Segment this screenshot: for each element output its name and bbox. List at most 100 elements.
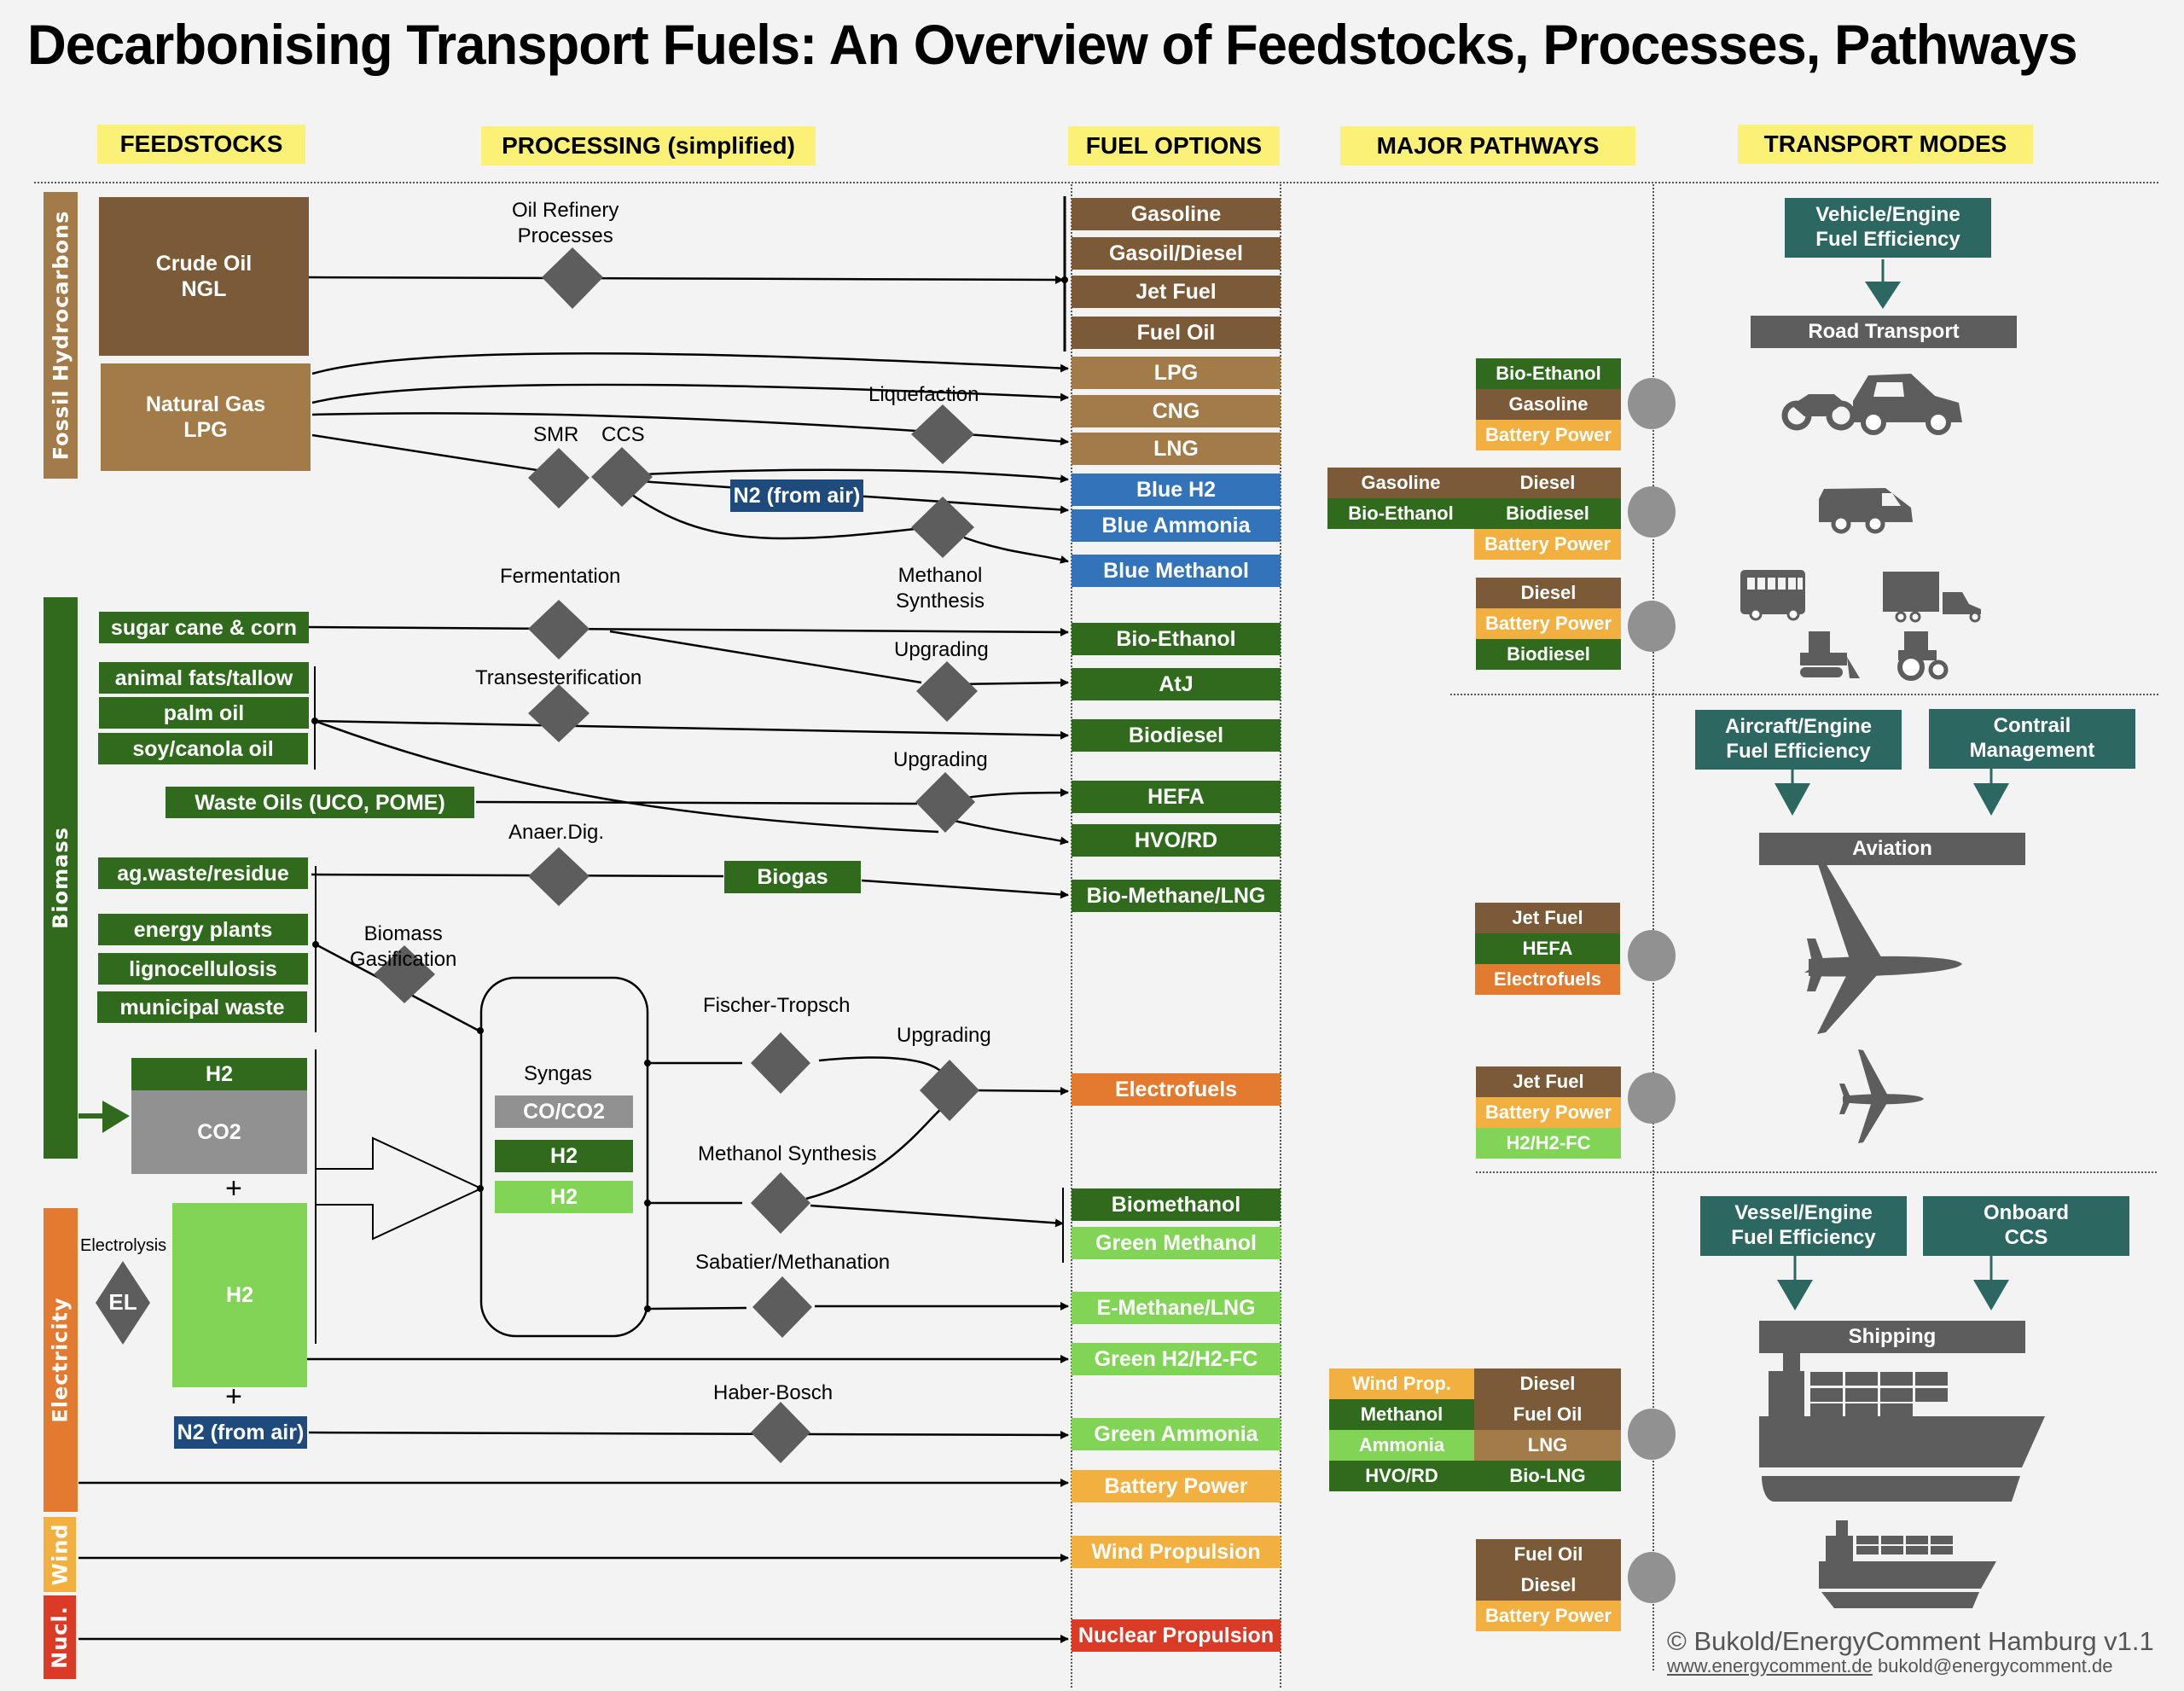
- syngas-label: Syngas: [524, 1062, 593, 1085]
- diamond-gasification: [374, 945, 435, 1003]
- diamond-liquefaction: [911, 404, 974, 464]
- diamond-fischer-tropsch: [751, 1032, 810, 1094]
- syngas-h2-green: H2: [495, 1181, 633, 1213]
- process-electrolysis-label: Electrolysis: [80, 1236, 167, 1255]
- diamond-refinery: [542, 247, 603, 309]
- van-icon: [1819, 488, 1913, 534]
- process-ccs: CCS: [601, 423, 645, 446]
- fuel-option: Bio-Methane/LNG: [1072, 880, 1281, 912]
- pathway-item: Biodiesel: [1476, 639, 1621, 670]
- feedstock-energy-plants: energy plants: [98, 914, 308, 945]
- fuel-option: HVO/RD: [1072, 824, 1281, 857]
- process-upgrading-hefa: Upgrading: [893, 748, 988, 771]
- road-transport-label: Road Transport: [1751, 316, 2017, 348]
- process-anaerobic-digestion: Anaer.Dig.: [508, 821, 605, 844]
- fuel-option: Electrofuels: [1072, 1073, 1281, 1106]
- pathway-item: Ammonia: [1329, 1430, 1474, 1461]
- website-link[interactable]: www.energycomment.de: [1667, 1655, 1873, 1676]
- feedstock-h2-bio: H2: [131, 1058, 307, 1090]
- diamond-upgrading1: [916, 661, 978, 722]
- fuel-option: E-Methane/LNG: [1072, 1292, 1281, 1324]
- pathway-item: Battery Power: [1476, 1097, 1621, 1128]
- pathway-item: Wind Prop.: [1329, 1368, 1474, 1399]
- pathway-item: Diesel: [1474, 1368, 1621, 1399]
- pathway-item: Biodiesel: [1474, 498, 1621, 529]
- header-transport-modes: TRANSPORT MODES: [1738, 125, 2033, 164]
- fuel-option: Green H2/H2-FC: [1072, 1343, 1281, 1375]
- tractor-icon: [1897, 631, 1949, 681]
- category-electricity: Electricity: [44, 1208, 78, 1512]
- pathway-item: Fuel Oil: [1474, 1399, 1621, 1430]
- process-methanol-synthesis-blue: Methanol Synthesis: [896, 564, 985, 613]
- syngas-co-co2: CO/CO2: [495, 1095, 633, 1128]
- pathway-item: Diesel: [1476, 1570, 1621, 1601]
- copyright: © Bukold/EnergyComment Hamburg v1.1: [1667, 1626, 2154, 1656]
- diamond-transesterification: [528, 684, 590, 742]
- aircraft-efficiency-box: Aircraft/Engine Fuel Efficiency: [1695, 710, 1902, 770]
- process-electrolysis: EL: [96, 1261, 150, 1345]
- fuel-option: Wind Propulsion: [1072, 1536, 1281, 1568]
- plus-sign: +: [225, 1172, 242, 1205]
- fuel-option: Blue Ammonia: [1072, 509, 1281, 542]
- truck-icon: [1883, 572, 1981, 623]
- footer-contact: www.energycomment.de bukold@energycommen…: [1667, 1655, 2113, 1677]
- syngas-h2-bio: H2: [495, 1140, 633, 1172]
- vehicle-efficiency-box: Vehicle/Engine Fuel Efficiency: [1785, 198, 1991, 258]
- feedstock-waste-oils: Waste Oils (UCO, POME): [166, 787, 474, 818]
- pathway-item: Gasoline: [1476, 389, 1621, 420]
- fuel-option: Nuclear Propulsion: [1072, 1619, 1281, 1652]
- pathway-item: Gasoline: [1327, 468, 1474, 498]
- pathway-small-aircraft: Jet Fuel Battery Power H2/H2-FC: [1476, 1066, 1621, 1159]
- process-haber-bosch: Haber-Bosch: [713, 1381, 834, 1404]
- pathway-item: Diesel: [1476, 578, 1621, 608]
- process-transesterification: Transesterification: [475, 666, 642, 689]
- fuel-option: CNG: [1072, 395, 1281, 427]
- feedstock-municipal-waste: municipal waste: [97, 991, 307, 1023]
- fuel-option: Green Ammonia: [1072, 1418, 1281, 1450]
- feedstock-natural-gas: Natural Gas LPG: [101, 363, 311, 471]
- pathway-item: Methanol: [1329, 1399, 1474, 1430]
- fuel-option: Gasoil/Diesel: [1072, 237, 1281, 270]
- fuel-option: Biomethanol: [1072, 1188, 1281, 1221]
- fuel-option: LPG: [1072, 357, 1281, 389]
- fuel-option: Battery Power: [1072, 1470, 1281, 1502]
- plus-sign: +: [225, 1380, 242, 1413]
- diamond-ccs: [591, 447, 653, 507]
- large-ship-icon: [1759, 1348, 2045, 1502]
- bulldozer-icon: [1800, 631, 1860, 678]
- feedstock-palm-oil: palm oil: [99, 697, 309, 729]
- diamond-smr: [528, 448, 590, 508]
- pathway-cars: Bio-Ethanol Gasoline Battery Power: [1476, 358, 1621, 450]
- feedstock-animal-fats: animal fats/tallow: [99, 662, 309, 694]
- pathway-item: HVO/RD: [1329, 1461, 1474, 1491]
- pathway-item: LNG: [1474, 1430, 1621, 1461]
- feedstock-lignocellulosis: lignocellulosis: [98, 953, 308, 985]
- pathway-item: Bio-LNG: [1474, 1461, 1621, 1491]
- bus-icon: [1740, 570, 1805, 621]
- pathway-item: Jet Fuel: [1476, 1066, 1621, 1097]
- feedstock-ag-waste: ag.waste/residue: [98, 857, 308, 889]
- pathway-large-aircraft: Jet Fuel HEFA Electrofuels: [1475, 903, 1620, 995]
- header-feedstocks: FEEDSTOCKS: [97, 125, 305, 164]
- page-title: Decarbonising Transport Fuels: An Overvi…: [27, 13, 2078, 76]
- process-upgrading-atj: Upgrading: [894, 638, 989, 661]
- motorcycle-icon: [1781, 394, 1856, 431]
- car-icon: [1853, 374, 1962, 435]
- email-link[interactable]: bukold@energycomment.de: [1878, 1655, 2113, 1676]
- category-wind: Wind: [44, 1517, 76, 1592]
- fuel-option: HEFA: [1072, 781, 1281, 813]
- feedstock-n2-from-air: N2 (from air): [174, 1416, 307, 1449]
- fuel-option: LNG: [1072, 433, 1281, 465]
- vessel-efficiency-box: Vessel/Engine Fuel Efficiency: [1700, 1196, 1907, 1256]
- pathway-item: Fuel Oil: [1476, 1539, 1621, 1570]
- onboard-ccs-box: Onboard CCS: [1923, 1196, 2129, 1256]
- large-aircraft-icon: [1804, 862, 1962, 1034]
- fuel-option: Fuel Oil: [1072, 317, 1281, 349]
- process-fermentation: Fermentation: [500, 565, 621, 588]
- pathway-heavy-vehicles: Diesel Battery Power Biodiesel: [1476, 578, 1621, 670]
- fuel-option: Bio-Ethanol: [1072, 623, 1281, 655]
- fuel-option: AtJ: [1072, 668, 1281, 700]
- pathway-item: Battery Power: [1476, 420, 1621, 450]
